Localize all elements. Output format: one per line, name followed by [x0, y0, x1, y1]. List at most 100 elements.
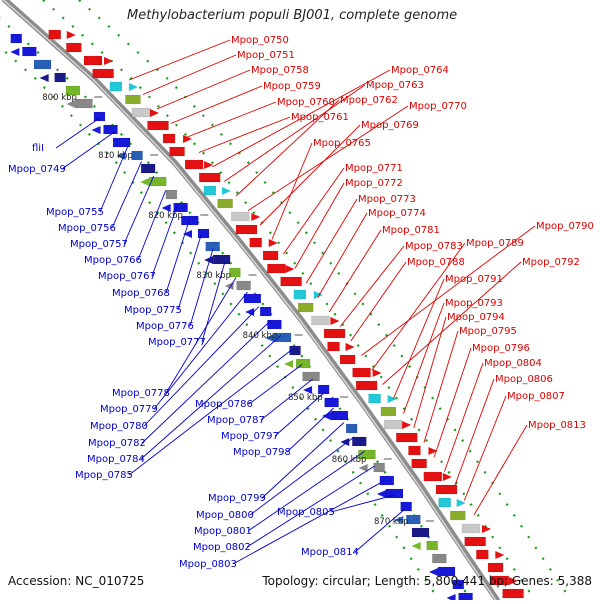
- reverse-gene-block: [229, 267, 241, 278]
- forward-gene-arrow: [508, 577, 518, 585]
- forward-gene-label: Mpop_0791: [445, 274, 503, 285]
- forward-label-leader: [305, 198, 358, 284]
- reverse-gene-label: Mpop_0755: [46, 207, 104, 218]
- reverse-gene-label: Mpop_0797: [221, 431, 279, 442]
- forward-gene-arrow: [204, 161, 214, 169]
- reverse-gene-label: Mpop_0779: [100, 404, 158, 415]
- forward-gene-arrow: [251, 213, 261, 221]
- reverse-label-leader: [189, 248, 214, 327]
- forward-gene-block: [327, 341, 340, 352]
- reverse-gene-block: [10, 33, 22, 44]
- reverse-gene-block: [352, 436, 367, 447]
- reverse-gene-block: [400, 501, 412, 512]
- forward-gene-label: Mpop_0764: [391, 65, 449, 76]
- forward-gene-arrow: [345, 343, 355, 351]
- forward-gene-block: [231, 211, 250, 222]
- forward-gene-arrow: [183, 135, 193, 143]
- reverse-label-leader: [177, 233, 202, 311]
- reverse-gene-arrow: [446, 594, 456, 602]
- reverse-gene-block: [345, 423, 358, 434]
- reverse-gene-arrow: [204, 256, 214, 264]
- forward-gene-label: Mpop_0789: [466, 238, 524, 249]
- forward-gene-arrow: [128, 83, 138, 91]
- forward-gene-block: [267, 263, 286, 274]
- forward-gene-block: [125, 94, 141, 105]
- reverse-gene-block: [426, 540, 438, 551]
- reverse-gene-block: [330, 410, 349, 421]
- reverse-gene-block: [173, 202, 188, 213]
- scale-label: 850 kbp: [288, 393, 323, 403]
- forward-gene-label: Mpop_0772: [345, 178, 403, 189]
- accession-label: Accession: NC_010725: [8, 574, 145, 588]
- reverse-gene-block: [406, 514, 421, 525]
- reverse-label-leader: [354, 509, 405, 553]
- reverse-gene-arrow: [10, 48, 20, 56]
- forward-gene-block: [323, 328, 346, 339]
- reverse-gene-label: Mpop_0814: [301, 547, 359, 558]
- forward-gene-block: [464, 536, 486, 547]
- forward-label-leader: [339, 245, 405, 327]
- forward-gene-block: [66, 42, 82, 53]
- reverse-gene-block: [302, 371, 320, 382]
- forward-gene-block: [380, 406, 397, 417]
- forward-label-leader: [198, 116, 291, 153]
- reverse-label-leader: [123, 175, 155, 245]
- reverse-gene-label: Mpop_0803: [179, 559, 237, 570]
- reverse-gene-block: [295, 358, 311, 369]
- reverse-label-leader: [111, 161, 142, 229]
- reverse-gene-block: [458, 592, 473, 603]
- forward-label-leader: [223, 84, 366, 182]
- forward-gene-block: [502, 588, 524, 599]
- reverse-label-leader: [330, 494, 395, 513]
- reverse-label-leader: [137, 190, 167, 261]
- forward-gene-block: [131, 107, 151, 118]
- reverse-gene-block: [22, 46, 37, 57]
- forward-label-leader: [247, 105, 409, 211]
- reverse-gene-block: [75, 98, 93, 109]
- forward-gene-block: [280, 276, 302, 287]
- scale-label: 800 kbp: [42, 93, 77, 103]
- reverse-gene-label: Mpop_0798: [233, 447, 291, 458]
- reverse-gene-block: [65, 85, 81, 96]
- reverse-label-leader: [55, 117, 100, 149]
- reverse-gene-arrow: [39, 74, 49, 82]
- reverse-label-leader: [153, 291, 248, 410]
- reverse-gene-label: Mpop_0780: [90, 421, 148, 432]
- reverse-gene-label: Mpop_0757: [70, 239, 128, 250]
- forward-gene-label: Mpop_0758: [251, 65, 309, 76]
- reverse-label-leader: [261, 422, 345, 499]
- reverse-gene-arrow: [245, 308, 255, 316]
- forward-gene-arrow: [442, 473, 452, 481]
- forward-gene-block: [311, 315, 330, 326]
- forward-gene-label: Mpop_0792: [522, 257, 580, 268]
- reverse-gene-block: [324, 397, 339, 408]
- forward-gene-label: Mpop_0788: [407, 257, 465, 268]
- forward-gene-block: [411, 458, 427, 469]
- forward-gene-label: Mpop_0750: [231, 35, 289, 46]
- reverse-gene-label: Mpop_0786: [195, 399, 253, 410]
- forward-label-leader: [283, 167, 345, 255]
- reverse-gene-label: Mpop_0767: [98, 271, 156, 282]
- forward-gene-block: [198, 172, 221, 183]
- forward-gene-block: [147, 120, 169, 131]
- forward-label-leader: [170, 85, 263, 124]
- forward-gene-block: [487, 562, 504, 573]
- reverse-gene-arrow: [91, 126, 101, 134]
- scale-label: 840 kbp: [243, 331, 278, 341]
- reverse-label-leader: [128, 349, 292, 476]
- forward-gene-block: [217, 198, 233, 209]
- reverse-gene-arrow: [377, 490, 386, 498]
- reverse-gene-block: [197, 228, 210, 239]
- reverse-label-leader: [61, 132, 114, 170]
- reverse-gene-arrow: [340, 438, 350, 446]
- forward-label-leader: [433, 347, 472, 458]
- reverse-gene-block: [259, 306, 272, 317]
- reverse-gene-label: Mpop_0800: [196, 510, 254, 521]
- reverse-gene-label: Mpop_0805: [277, 507, 335, 518]
- reverse-gene-label: Mpop_0802: [193, 542, 251, 553]
- forward-label-leader: [128, 39, 231, 81]
- reverse-label-leader: [99, 146, 128, 213]
- forward-gene-block: [438, 497, 451, 508]
- scale-label: 820 kbp: [148, 211, 183, 221]
- reverse-gene-label: Mpop_0778: [112, 388, 170, 399]
